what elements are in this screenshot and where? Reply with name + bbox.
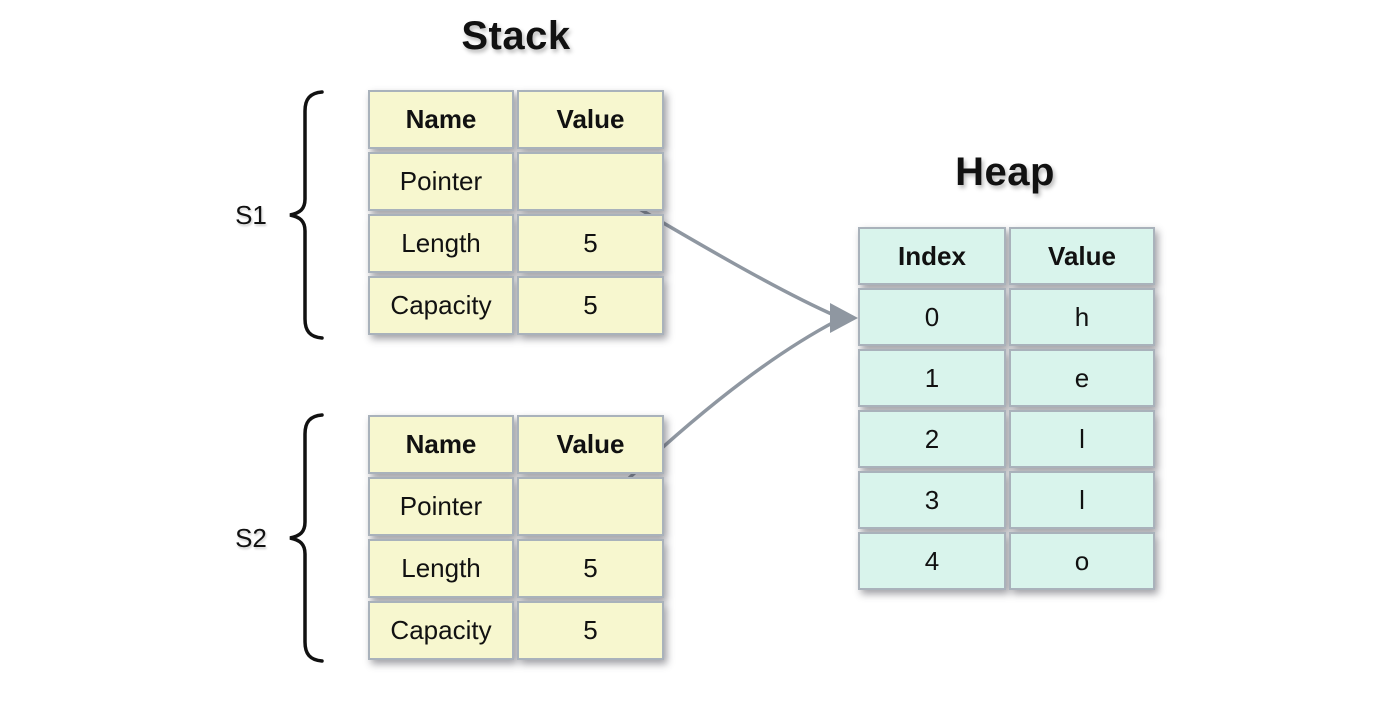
s2-pointer-value-cell [517,477,664,536]
s2-header-name: Name [368,415,514,474]
heap-row-0-value-cell: h [1009,288,1155,346]
s2-stack-table: Name Value Pointer Length 5 Capacity 5 [368,415,664,660]
heap-table: Index Value 0 h 1 e 2 l 3 l 4 o [858,227,1155,590]
heap-header-index: Index [858,227,1006,285]
stack-title: Stack [461,14,571,58]
heap-row-2-value-cell: l [1009,410,1155,468]
s1-capacity-name-cell: Capacity [368,276,514,335]
s1-header-name: Name [368,90,514,149]
heap-title: Heap [955,150,1055,194]
heap-row-1-value-cell: e [1009,349,1155,407]
s1-stack-table: Name Value Pointer Length 5 Capacity 5 [368,90,664,335]
s1-variable-label: S1 [235,200,267,230]
s2-capacity-name-cell: Capacity [368,601,514,660]
s2-length-value-cell: 5 [517,539,664,598]
s2-capacity-value-cell: 5 [517,601,664,660]
heap-header-value: Value [1009,227,1155,285]
s2-pointer-name-cell: Pointer [368,477,514,536]
s2-header-value: Value [517,415,664,474]
heap-row-4-value-cell: o [1009,532,1155,590]
pointer-arrowhead-icon [830,303,858,333]
heap-row-1-index-cell: 1 [858,349,1006,407]
s1-pointer-value-cell [517,152,664,211]
heap-row-2-index-cell: 2 [858,410,1006,468]
heap-row-4-index-cell: 4 [858,532,1006,590]
s1-length-name-cell: Length [368,214,514,273]
heap-row-0-index-cell: 0 [858,288,1006,346]
s1-brace [289,90,324,340]
s1-pointer-name-cell: Pointer [368,152,514,211]
s2-brace [289,413,324,663]
heap-row-3-index-cell: 3 [858,471,1006,529]
s2-variable-label: S2 [235,523,267,553]
s1-capacity-value-cell: 5 [517,276,664,335]
s1-header-value: Value [517,90,664,149]
s2-length-name-cell: Length [368,539,514,598]
heap-row-3-value-cell: l [1009,471,1155,529]
s1-length-value-cell: 5 [517,214,664,273]
